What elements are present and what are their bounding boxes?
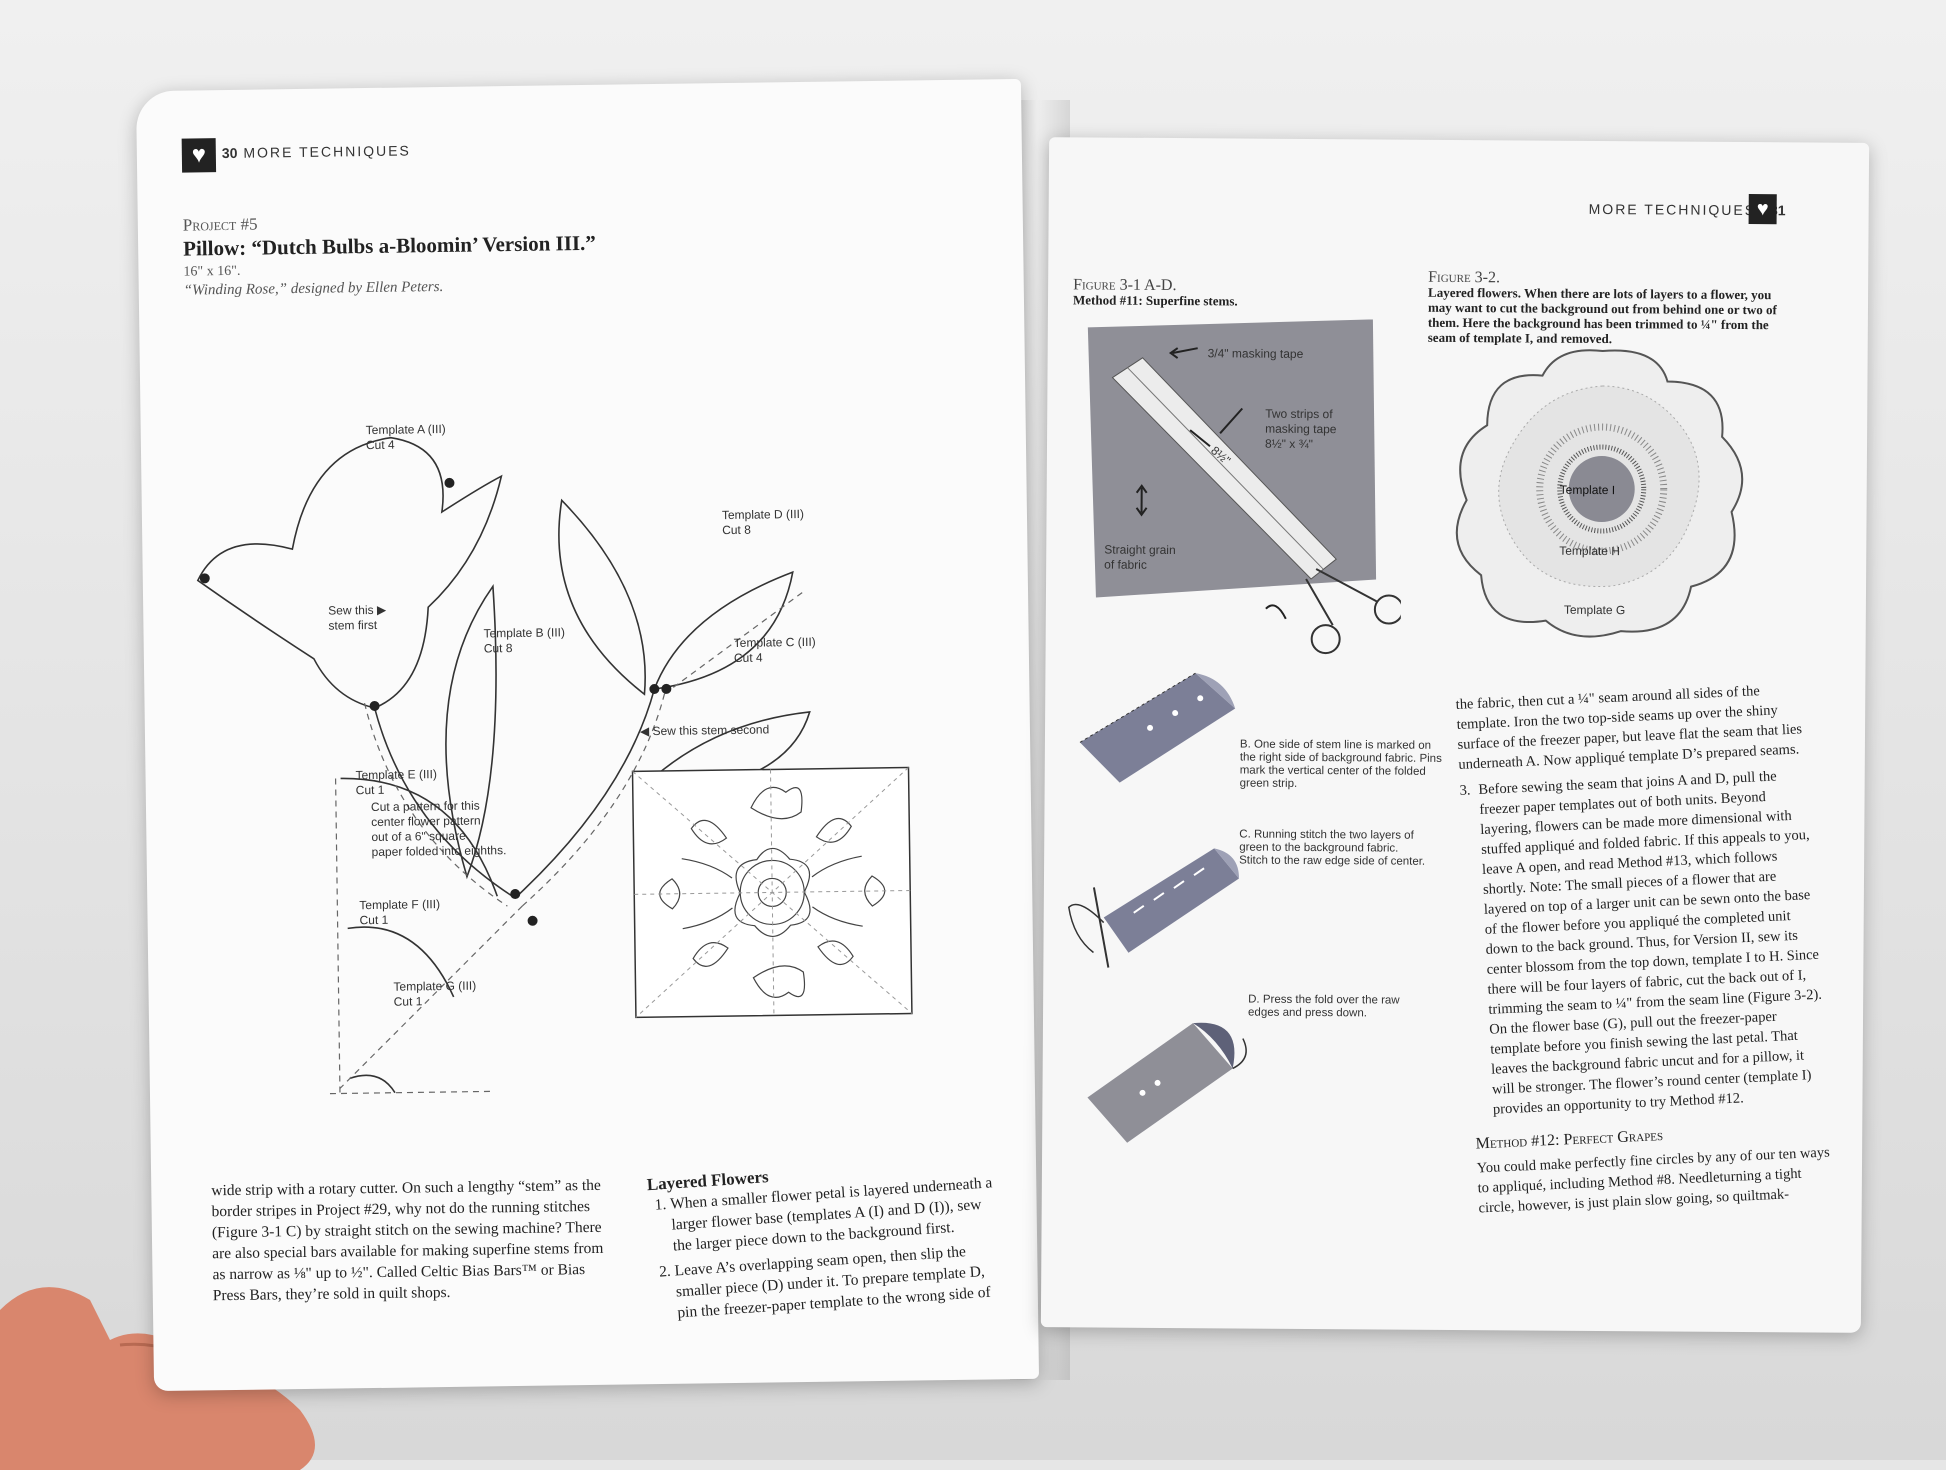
sew-first-note: Sew this ▶ stem first [328, 603, 386, 634]
sew-second-note: ◀ Sew this stem second [640, 722, 769, 739]
left-page: ♥ 30 MORE TECHNIQUES Project #5 Pillow: “… [136, 79, 1039, 1391]
page-number-left: 30 [222, 145, 238, 161]
template-c-label: Template C (III) Cut 4 [734, 635, 816, 666]
template-c-name: Template C (III) [734, 635, 816, 651]
sew-first-line-2: stem first [328, 618, 386, 634]
template-d-label: Template D (III) Cut 8 [722, 507, 804, 538]
template-h-label: Template H [1559, 544, 1620, 559]
template-f-name: Template F (III) [359, 897, 440, 913]
fig-label-grain-2: of fabric [1104, 558, 1175, 573]
template-g-name: Template G (III) [393, 979, 476, 995]
template-f-label: Template F (III) Cut 1 [359, 897, 440, 928]
heart-icon: ♥ [182, 138, 216, 172]
running-head-text: MORE TECHNIQUES [243, 142, 411, 160]
layered-flowers-section: Layered Flowers When a smaller flower pe… [646, 1151, 1006, 1329]
template-b-cut: Cut 8 [484, 640, 566, 656]
fig-label-tape: 3/4" masking tape [1208, 346, 1304, 362]
right-page: MORE TECHNIQUES 31 ♥ Figure 3-1 A-D. Met… [1041, 137, 1869, 1333]
center-note-line-4: paper folded into eighths. [372, 843, 507, 860]
layered-steps: When a smaller flower petal is layered u… [648, 1172, 1006, 1325]
template-d-name: Template D (III) [722, 507, 804, 523]
template-g-cut: Cut 1 [394, 994, 477, 1010]
fig-step-b: B. One side of stem line is marked on th… [1240, 738, 1445, 791]
template-a-label: Template A (III) Cut 4 [366, 422, 446, 453]
template-a-cut: Cut 4 [366, 437, 446, 453]
figure-3-1c-illustration [1063, 827, 1244, 978]
project-credit: “Winding Rose,” designed by Ellen Peters… [184, 279, 444, 300]
project-title: Pillow: “Dutch Bulbs a-Bloomin’ Version … [183, 231, 596, 262]
project-size: 16" x 16". [183, 264, 240, 281]
figure-3-1a-illustration [1071, 317, 1403, 659]
figure-3-1d-illustration [1082, 997, 1263, 1148]
center-flower-note: Cut a pattern for this center flower pat… [371, 798, 507, 860]
fig-label-grain: Straight grain of fabric [1104, 543, 1176, 573]
figure-3-2-caption: Figure 3-2. Layered flowers. When there … [1428, 270, 1789, 348]
fig-label-grain-1: Straight grain [1104, 543, 1175, 558]
project-kicker: Project #5 [183, 215, 258, 236]
body-text-left: wide strip with a rotary cutter. On such… [211, 1175, 613, 1307]
template-a-name: Template A (III) [366, 422, 446, 438]
running-head-right-text: MORE TECHNIQUES [1589, 201, 1757, 218]
template-b-label: Template B (III) Cut 8 [483, 625, 565, 656]
template-d-cut: Cut 8 [722, 522, 804, 538]
fig-label-strips-1: Two strips of [1265, 407, 1336, 422]
fig-label-strips: Two strips of masking tape 8½" x ¾" [1265, 407, 1337, 452]
figure-3-1-title: Method #11: Superfine stems. [1073, 292, 1238, 308]
template-e-cut: Cut 1 [356, 782, 438, 798]
template-g-right-label: Template G [1564, 603, 1625, 618]
template-f-cut: Cut 1 [359, 912, 440, 928]
fig-label-strips-3: 8½" x ¾" [1265, 437, 1336, 452]
figure-3-1b-illustration [1075, 667, 1246, 798]
heart-icon: ♥ [1749, 194, 1777, 224]
method-12-body: You could make perfectly fine circles by… [1476, 1142, 1833, 1218]
right-body-column: the fabric, then cut a ¼" seam around al… [1455, 679, 1833, 1219]
template-c-cut: Cut 4 [734, 650, 816, 666]
fig-label-strips-2: masking tape [1265, 422, 1336, 437]
fig-step-d: D. Press the fold over the raw edges and… [1248, 994, 1408, 1021]
template-i-label: Template I [1560, 483, 1615, 498]
sew-first-line-1: Sew this ▶ [328, 603, 386, 619]
template-g-label: Template G (III) Cut 1 [393, 979, 476, 1010]
step-3: 3. Before sewing the seam that joins A a… [1459, 765, 1829, 1121]
running-head-left: 30 MORE TECHNIQUES [222, 142, 411, 161]
template-e-label: Template E (III) Cut 1 [355, 767, 437, 798]
fig-step-c: C. Running stitch the two layers of gree… [1239, 828, 1429, 868]
template-diagram [179, 289, 991, 1160]
pillow-layout-illustration [630, 765, 913, 1019]
figure-3-2-text: Layered flowers. When there are lots of … [1428, 285, 1777, 346]
template-b-name: Template B (III) [483, 625, 565, 641]
template-e-name: Template E (III) [355, 767, 437, 783]
figure-3-1-caption: Figure 3-1 A-D. Method #11: Superfine st… [1073, 277, 1393, 309]
right-body-continuation: the fabric, then cut a ¼" seam around al… [1455, 679, 1813, 775]
step-3-text: Before sewing the seam that joins A and … [1478, 765, 1829, 1120]
